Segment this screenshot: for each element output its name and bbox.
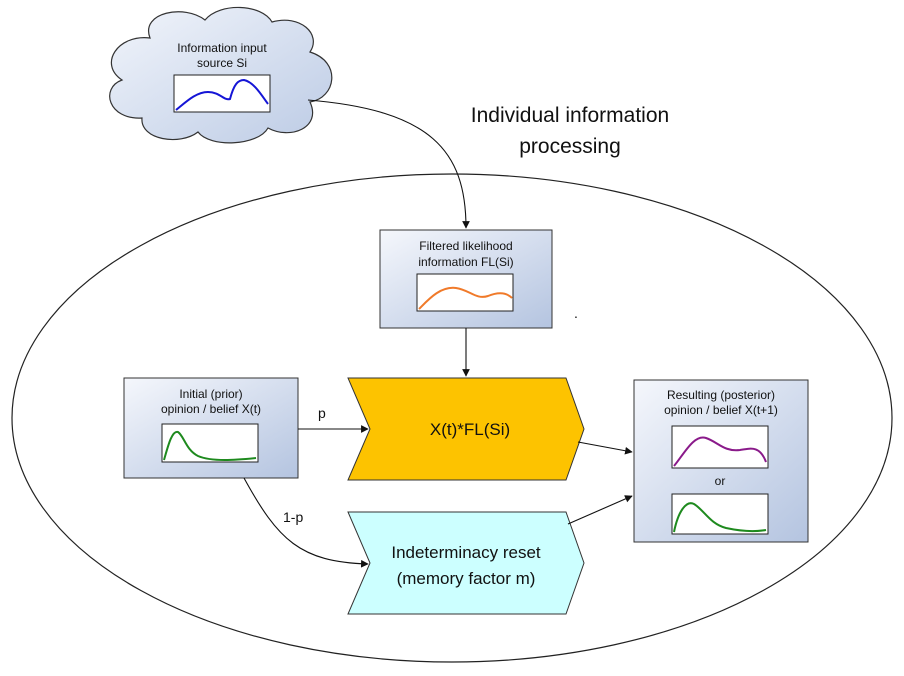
edge-initial-to-reset (243, 477, 369, 568)
initial-opinion-box: Initial (prior) opinion / belief X(t) (123, 377, 299, 479)
resulting-label-line1: Resulting (posterior) (667, 388, 775, 402)
resulting-plot-frame-2 (671, 493, 769, 535)
resulting-plot-frame-1 (671, 425, 769, 469)
source-plot-frame (173, 74, 271, 113)
resulting-curve-2 (673, 502, 767, 533)
filtered-likelihood-box: Filtered likelihood information FL(Si) (379, 229, 553, 329)
initial-label-line2: opinion / belief X(t) (161, 402, 261, 416)
edge-source-to-filtered (307, 99, 470, 229)
filtered-curve (418, 286, 513, 310)
diagram-title-line1: Individual information (471, 104, 669, 127)
resulting-opinion-box: Resulting (posterior) opinion / belief X… (633, 379, 809, 543)
reset-label-line1: Indeterminacy reset (391, 543, 541, 562)
resulting-curve-1 (673, 436, 767, 467)
edge-one-minus-p-label: 1-p (283, 509, 303, 525)
information-source-cloud: Information input source Si (109, 6, 333, 144)
product-chevron: X(t)*FL(Si) (347, 377, 585, 481)
resulting-label-line2: opinion / belief X(t+1) (664, 403, 778, 417)
source-curve (175, 78, 269, 111)
reset-chevron: Indeterminacy reset (memory factor m) (347, 511, 585, 615)
initial-label-line1: Initial (prior) (179, 387, 242, 401)
edge-reset-to-resulting (567, 495, 633, 525)
edge-product-to-resulting (577, 441, 633, 455)
diagram-title-line2: processing (519, 135, 621, 158)
product-label: X(t)*FL(Si) (430, 420, 510, 439)
filtered-label-line2: information FL(Si) (418, 255, 513, 269)
initial-plot-frame (161, 423, 259, 463)
edge-p-label: p (318, 405, 326, 421)
filtered-label-line1: Filtered likelihood (419, 239, 512, 253)
reset-label-line2: (memory factor m) (397, 569, 536, 588)
source-label-line2: source Si (197, 56, 247, 70)
source-label-line1: Information input (177, 41, 267, 55)
resulting-or-label: or (715, 474, 726, 488)
initial-curve (163, 430, 257, 461)
stray-dot: . (574, 305, 578, 321)
